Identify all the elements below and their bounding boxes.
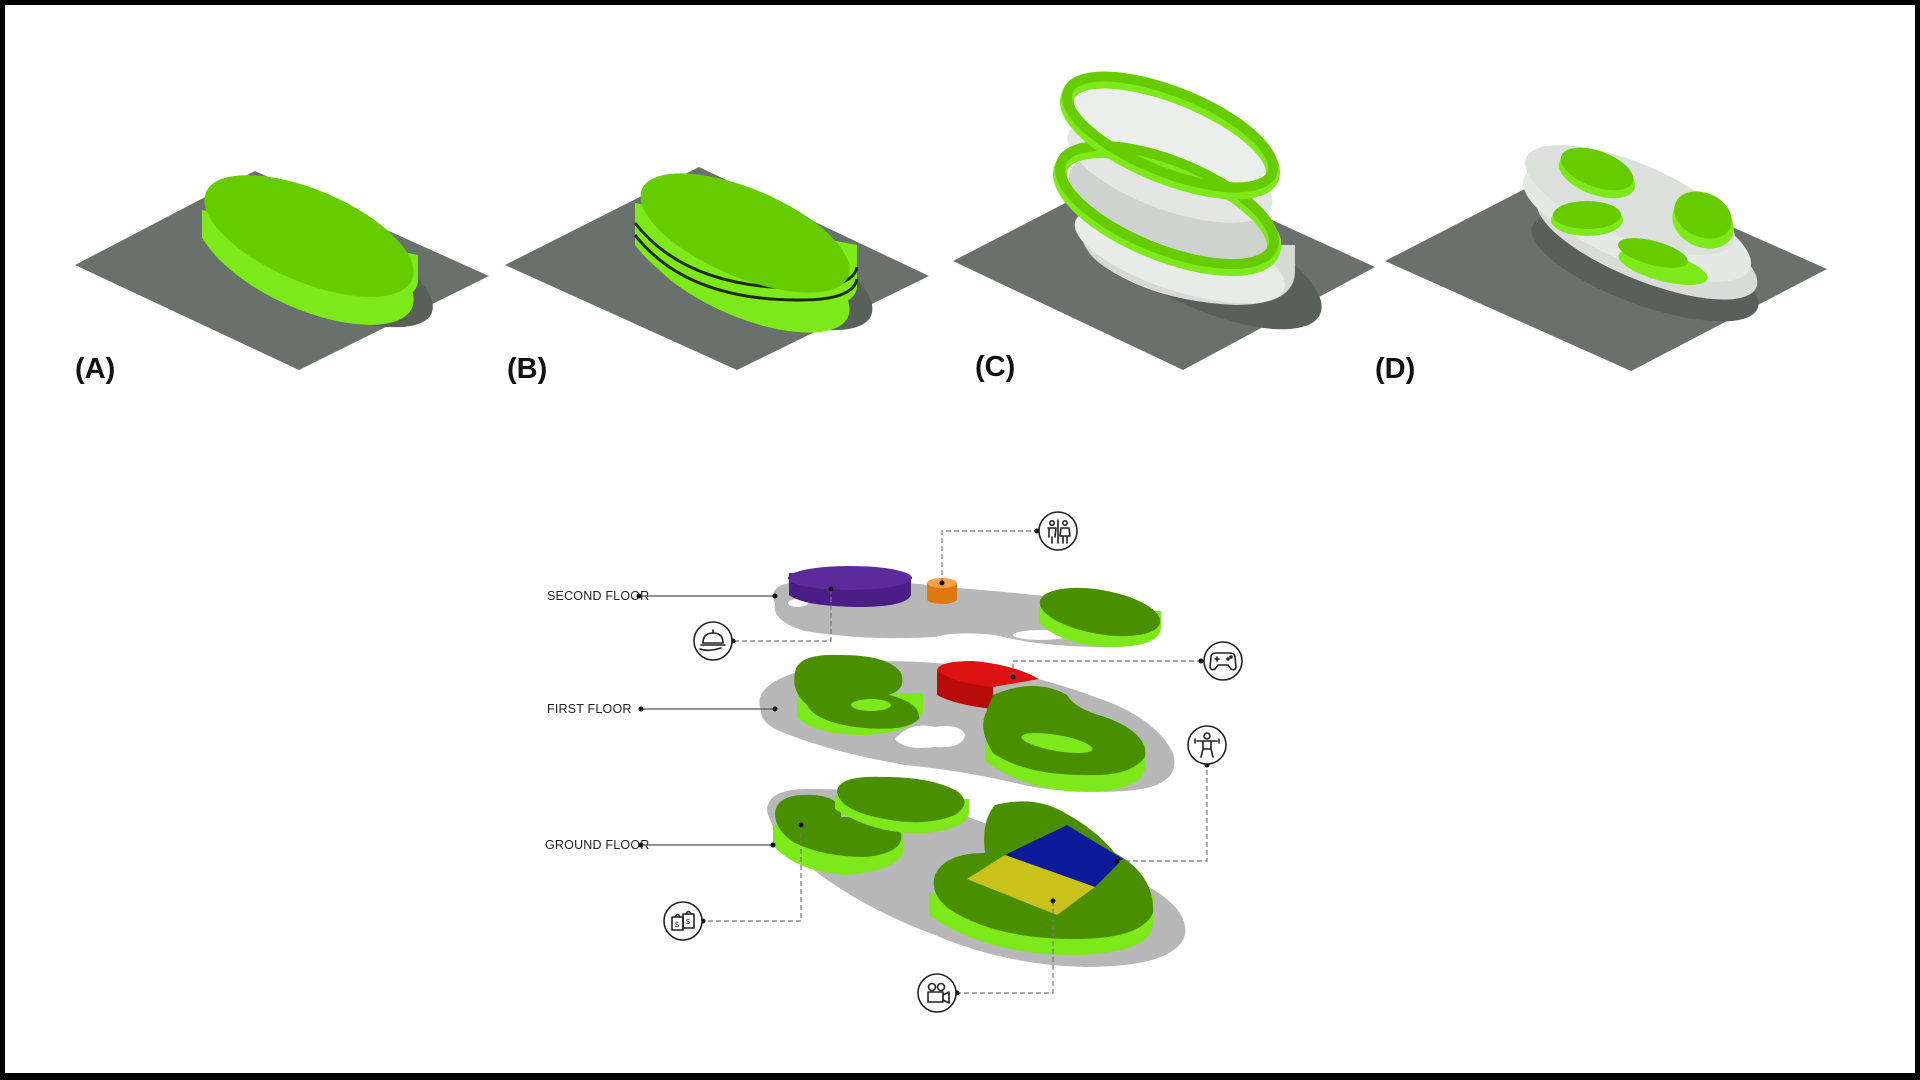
- leader-dot: [828, 586, 834, 592]
- step-b-label: (B): [507, 353, 547, 385]
- leader-dot: [1198, 658, 1204, 664]
- leader-dot: [770, 842, 776, 848]
- leader-dot: [638, 842, 644, 848]
- leader-dot: [772, 593, 778, 599]
- ground-floor-plate: [767, 776, 1186, 967]
- green-pod-ground-middle: [835, 776, 969, 834]
- step-d-label: (D): [1375, 353, 1415, 385]
- yellow-zone: [967, 855, 1095, 915]
- restroom-leader: [941, 530, 1037, 583]
- green-pod-first-left: [794, 654, 923, 735]
- blue-zone: [1005, 825, 1123, 887]
- leader-dot: [1050, 898, 1056, 904]
- red-block: [937, 661, 1039, 709]
- fitness-icon: [1187, 725, 1227, 765]
- leader-dot: [772, 706, 778, 712]
- leader-dot: [939, 580, 945, 586]
- green-ring-lower: [1053, 140, 1281, 277]
- second-floor-plate: [773, 566, 1161, 648]
- food-service-icon: [693, 621, 733, 661]
- purple-block: [788, 566, 912, 607]
- movie-camera-icon: [917, 973, 957, 1013]
- floor-gap-line: [633, 234, 859, 302]
- step-c-label: (C): [975, 351, 1015, 383]
- second-floor-label: SECOND FLOOR: [547, 589, 649, 603]
- green-mass-a: [202, 175, 418, 325]
- game-leader: [1012, 660, 1201, 677]
- leader-dot: [1010, 674, 1016, 680]
- step-b-massing: (B): [505, 167, 929, 385]
- step-c-massing: (C): [953, 71, 1375, 383]
- restroom-icon: [1038, 511, 1078, 551]
- ground-floor-label: GROUND FLOOR: [545, 838, 650, 852]
- game-controller-icon: [1203, 641, 1243, 681]
- step-d-massing: (D): [1375, 145, 1827, 385]
- green-mass-b: [633, 173, 859, 333]
- first-floor-label: FIRST FLOOR: [547, 702, 632, 716]
- green-pod-ground-right: [929, 801, 1154, 955]
- green-ring-upper: [1059, 71, 1281, 200]
- leader-dot: [798, 822, 804, 828]
- shopping-bags-icon: $ $: [663, 901, 703, 941]
- leader-dot: [638, 706, 644, 712]
- green-pods-d: [1551, 147, 1734, 286]
- food-leader: [733, 589, 832, 642]
- first-floor-plate: [759, 654, 1175, 792]
- green-pod-first-right: [983, 686, 1146, 792]
- green-pod-ground-left: [773, 794, 903, 875]
- figure-frame: (A) (B) (C): [5, 5, 1915, 1073]
- step-a-massing: (A): [75, 171, 489, 385]
- leader-dot: [636, 593, 642, 599]
- step-a-label: (A): [75, 353, 115, 385]
- svg-text:$: $: [686, 919, 690, 926]
- shopping-leader: [703, 825, 802, 922]
- leader-dot: [1114, 858, 1120, 864]
- svg-text:$: $: [675, 922, 679, 929]
- fitness-leader: [1117, 765, 1208, 862]
- massing-diagram: (A) (B) (C): [75, 71, 1827, 1013]
- green-pod-second-floor: [1039, 587, 1161, 647]
- cinema-leader: [957, 901, 1054, 994]
